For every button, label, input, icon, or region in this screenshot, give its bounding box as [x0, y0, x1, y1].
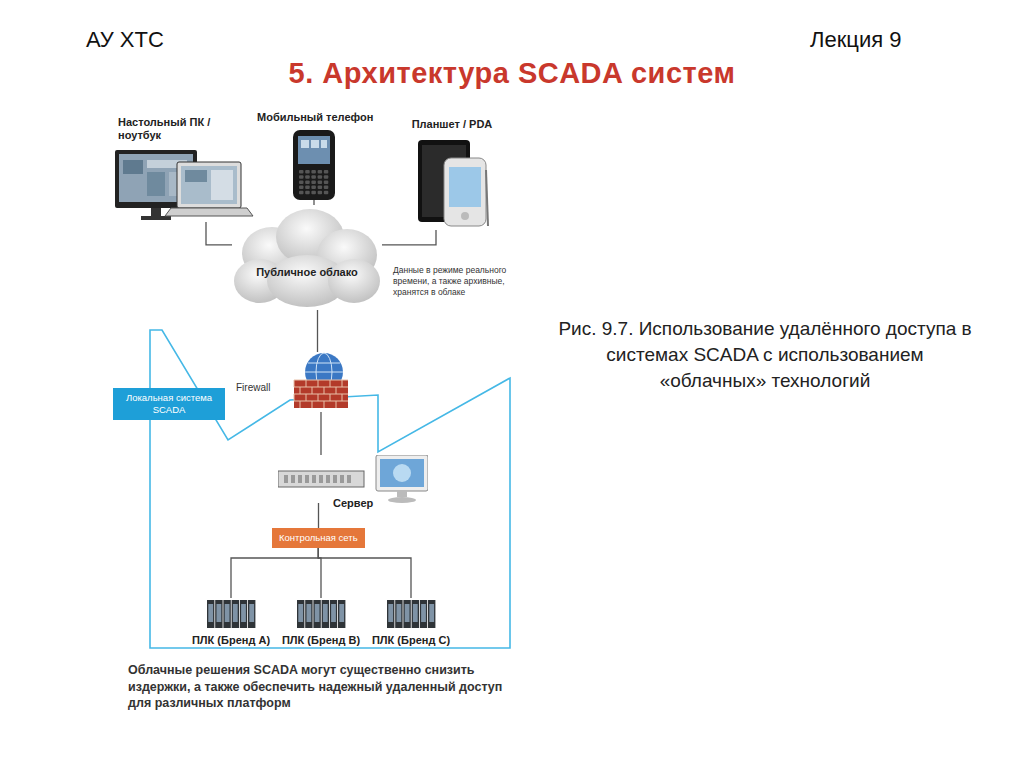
pc-device: Настольный ПК / ноутбук	[115, 150, 255, 222]
tablet-icon	[418, 140, 490, 230]
node-label: Firewall	[236, 382, 284, 394]
course-code: АУ ХТС	[86, 27, 246, 53]
cloud-note: Данные в режиме реального времени, а так…	[393, 265, 511, 298]
node-label: ПЛК (Бренд A)	[187, 634, 275, 647]
plc-icon	[295, 598, 347, 630]
plc-b: ПЛК (Бренд B)	[295, 598, 347, 630]
connector-line	[206, 222, 232, 245]
node-label: Планшет / PDA	[402, 118, 502, 131]
node-label: Мобильный телефон	[257, 111, 371, 124]
connector-line	[382, 230, 436, 245]
local-scada-box: Локальная система SCADA	[113, 388, 225, 420]
connector-line	[318, 503, 319, 528]
phone-device: Мобильный телефон	[293, 130, 335, 200]
public-cloud: Публичное облако	[232, 205, 382, 310]
cloud-shape	[232, 205, 382, 310]
connector-line	[317, 310, 318, 352]
phone-icon	[293, 130, 335, 200]
factory-outline	[150, 330, 510, 648]
plc-a: ПЛК (Бренд A)	[205, 598, 257, 630]
server: Сервер	[278, 455, 428, 503]
connector-line	[320, 412, 321, 455]
connector-line	[313, 200, 314, 205]
firewall-icon	[290, 352, 352, 412]
node-label: Публичное облако	[232, 266, 382, 279]
connector-line	[318, 548, 411, 598]
plc-c: ПЛК (Бренд C)	[385, 598, 437, 630]
control-network-box: Контрольная сеть	[272, 528, 365, 548]
node-label: ПЛК (Бренд B)	[277, 634, 365, 647]
slide-title: 5. Архитектура SCADA систем	[0, 57, 1024, 90]
connector-line	[231, 548, 318, 598]
node-label: Сервер	[333, 497, 383, 510]
pc-icon	[115, 150, 255, 222]
lecture-number: Лекция 9	[810, 27, 970, 53]
server-icon	[278, 455, 428, 503]
footer-note: Облачные решения SCADA могут существенно…	[128, 662, 528, 712]
plc-icon	[385, 598, 437, 630]
box-text: Контрольная сеть	[279, 532, 358, 544]
plc-icon	[205, 598, 257, 630]
figure-caption: Рис. 9.7. Использование удалённого досту…	[553, 316, 977, 394]
firewall: Firewall	[290, 352, 352, 412]
node-label: ПЛК (Бренд C)	[367, 634, 455, 647]
tablet-device: Планшет / PDA	[418, 140, 490, 230]
node-label: Настольный ПК / ноутбук	[118, 116, 236, 142]
box-text: Локальная система SCADA	[117, 392, 221, 416]
